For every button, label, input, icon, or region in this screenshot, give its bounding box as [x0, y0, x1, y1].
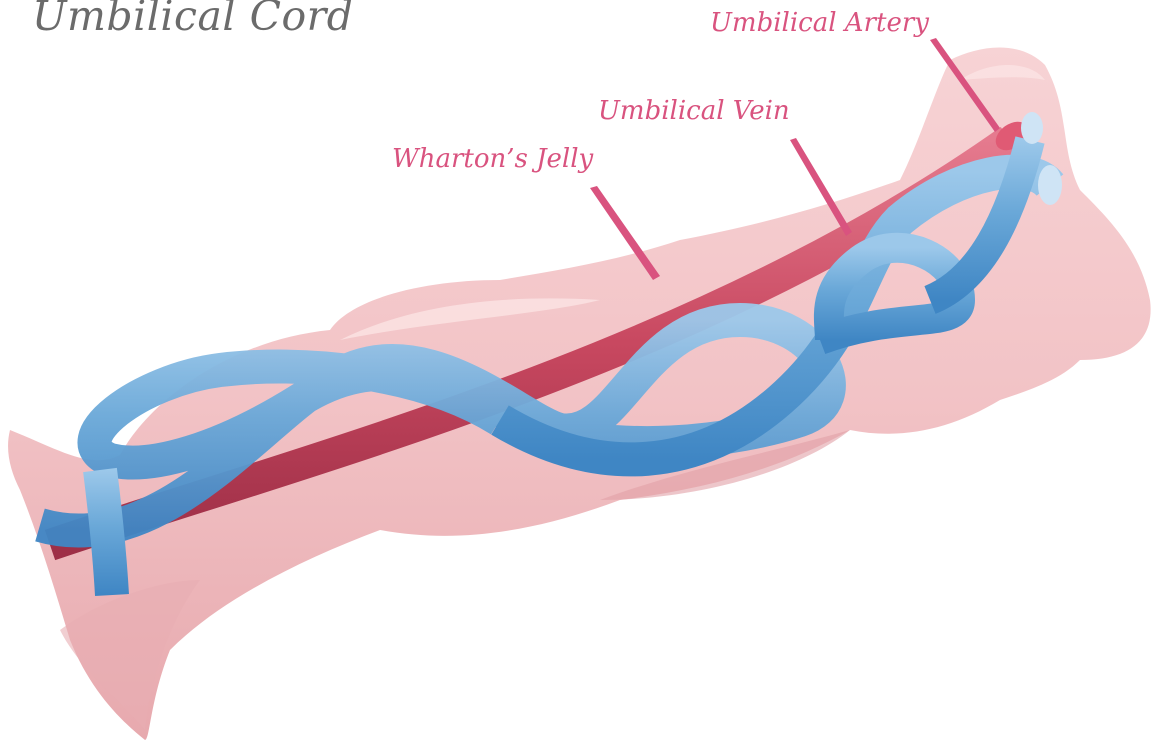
whartons-jelly-label: Wharton’s Jelly: [392, 144, 593, 174]
page-title: Umbilical Cord: [32, 0, 353, 40]
umbilical-vein-opening: [1021, 112, 1043, 144]
umbilical-vein-opening: [1038, 165, 1062, 205]
umbilical-vein-tail: [100, 470, 112, 595]
umbilical-artery-label: Umbilical Artery: [710, 8, 929, 38]
umbilical-vein-label: Umbilical Vein: [598, 96, 790, 126]
